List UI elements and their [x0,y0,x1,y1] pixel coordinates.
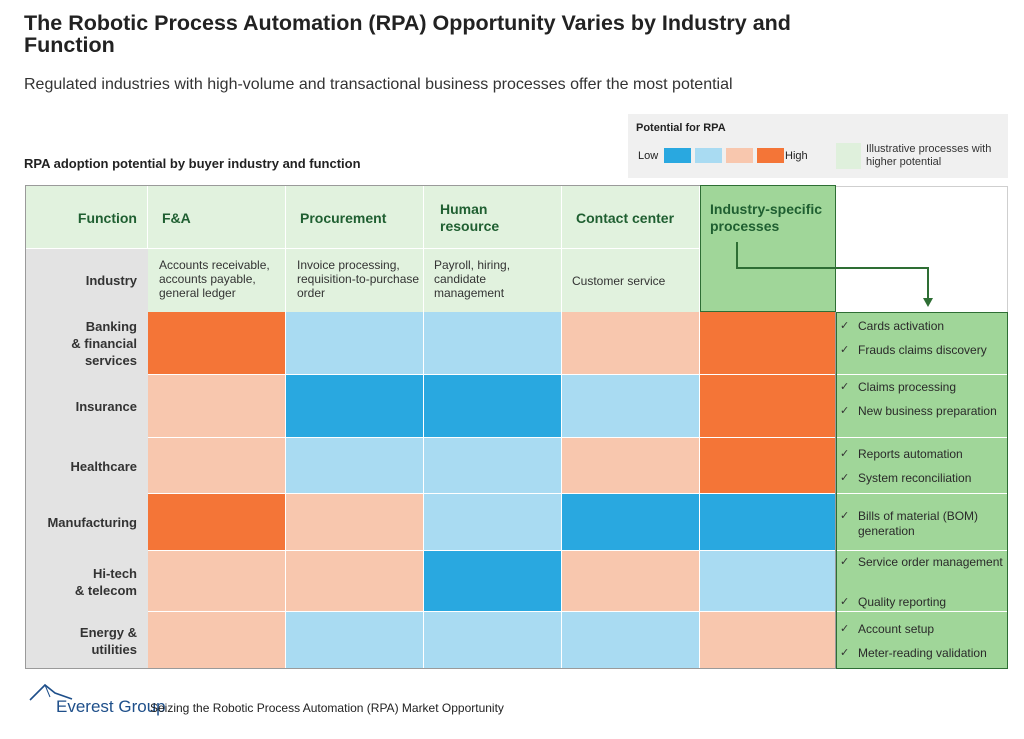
industry-label-healthcare: Healthcare [26,438,148,494]
footer-source-text: Seizing the Robotic Process Automation (… [150,701,504,715]
everest-logo-icon [29,683,73,701]
function-column-procurement [286,186,424,312]
check-icon: ✓ [840,472,850,484]
check-icon: ✓ [840,647,850,659]
function-header-label: Function [77,210,137,226]
check-icon: ✓ [840,344,850,356]
function-processes-contact-center: Customer service [572,274,666,288]
heatmap-cell [424,612,562,669]
legend-low-label: Low [638,150,659,162]
heatmap-cell [700,494,836,551]
industry-header-label: Industry [26,249,148,312]
chart-section-label: RPA adoption potential by buyer industry… [24,156,361,171]
example-text: Account setup [858,622,935,636]
example-text: Bills of material (BOM) generation [858,509,979,538]
function-column-human-resource [424,186,562,312]
check-icon: ✓ [840,448,850,460]
heatmap-cell [562,375,700,438]
subtitle: Regulated industries with high-volume an… [24,76,733,93]
function-column-contact-center [562,186,700,312]
function-name-procurement: Procurement [300,210,387,226]
heatmap-cell [148,438,286,494]
industry-label-insurance: Insurance [26,375,148,438]
heatmap-cell [424,494,562,551]
heatmap-cell [286,312,424,375]
heatmap-cell [700,438,836,494]
industry-label-energy: Energy & utilities [26,612,148,669]
check-icon: ✓ [840,556,850,568]
legend-swatch-high [757,148,784,163]
heatmap-cell [148,551,286,612]
industry-label-banking: Banking & financial services [26,312,148,375]
heatmap-cell [700,612,836,669]
heatmap-cell [424,312,562,375]
heatmap-cell [700,551,836,612]
page-title: The Robotic Process Automation (RPA) Opp… [24,11,791,57]
legend-title: Potential for RPA [636,122,726,134]
examples-cell [836,312,1008,375]
examples-cell [836,438,1008,494]
function-name-industry-specific: Industry-specific processes [710,201,823,234]
heatmap-cell [286,551,424,612]
heatmap-cell [424,551,562,612]
check-icon: ✓ [840,510,850,522]
heatmap-cell [148,612,286,669]
examples-cell [836,375,1008,438]
legend-illustrative-label: Illustrative processes with higher poten… [866,143,992,168]
heatmap-cell [562,312,700,375]
heatmap-cell [562,551,700,612]
heatmap-cell [286,612,424,669]
check-icon: ✓ [840,381,850,393]
check-icon: ✓ [840,320,850,332]
example-text: Quality reporting [858,595,947,609]
legend-swatch-medium-high [726,148,753,163]
example-text: Reports automation [858,447,963,461]
heatmap-cell [148,375,286,438]
function-name-human-resource: Human resource [440,201,500,234]
heatmap-cell [286,375,424,438]
function-processes-fa: Accounts receivable, accounts payable, g… [159,258,270,300]
example-text: Cards activation [858,319,945,333]
legend-high-label: High [785,150,808,162]
pointer-arrow [736,242,933,307]
example-text: Claims processing [858,380,957,394]
heatmap-cell [700,375,836,438]
function-header-cell [26,186,148,249]
function-column-industry-specific [700,186,836,312]
legend-swatch-medium-low [695,148,722,163]
heatmap-cell [148,312,286,375]
example-text: Frauds claims discovery [858,343,987,357]
heatmap-cell [286,438,424,494]
function-name-fa: F&A [162,210,191,226]
check-icon: ✓ [840,405,850,417]
heatmap-cell [286,494,424,551]
legend-swatch-low [664,148,691,163]
example-text: New business preparation [858,404,997,418]
check-icon: ✓ [840,623,850,635]
function-column-fa [148,186,286,312]
check-icon: ✓ [840,596,850,608]
legend-illustrative-swatch [836,143,861,169]
legend-panel [628,114,1008,178]
heatmap-cell [424,438,562,494]
example-text: Service order management [858,555,1003,569]
footer-brand: Everest Group [56,697,166,716]
heatmap-cell [562,494,700,551]
heatmap-cell [562,612,700,669]
examples-cell [836,551,1008,612]
examples-cell [836,494,1008,551]
heatmap-cell [700,312,836,375]
examples-header-cell [836,186,1008,312]
function-name-contact-center: Contact center [576,210,675,226]
heatmap-cell [424,375,562,438]
function-processes-human-resource: Payroll, hiring, candidate management [434,258,511,300]
industry-label-manufacturing: Manufacturing [26,494,148,551]
example-text: System reconciliation [858,471,972,485]
function-processes-procurement: Invoice processing, requisition-to-purch… [297,258,420,300]
heatmap-cell [148,494,286,551]
example-text: Meter-reading validation [858,646,987,660]
header-divider [26,248,700,249]
heatmap-cell [562,438,700,494]
industry-label-hi-tech: Hi-tech & telecom [26,551,148,612]
